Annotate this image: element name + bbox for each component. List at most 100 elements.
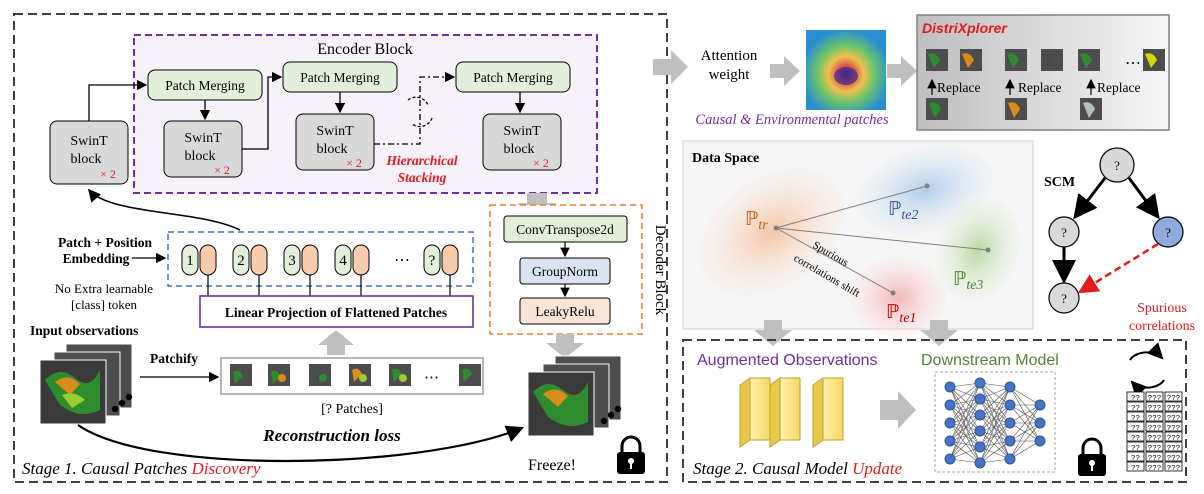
distri-patch xyxy=(1005,49,1027,71)
swint-enc2-l1: SwinT xyxy=(316,124,354,139)
distri-replacement-patch xyxy=(926,98,948,120)
dist-te3-blob xyxy=(936,199,1020,301)
swint-outer-x2: × 2 xyxy=(100,167,116,181)
nn-edge xyxy=(949,382,981,406)
swint-enc1-l2: block xyxy=(184,149,215,164)
scm-graph: ???? xyxy=(1048,147,1184,314)
stage1-title-prefix: Stage 1. Causal Patches xyxy=(22,459,188,478)
swint-block-enc-1: SwinT block × 2 xyxy=(163,120,243,178)
svg-text:??: ?? xyxy=(1131,465,1140,473)
patch-thumb xyxy=(268,364,290,386)
label-p-tr: ℙtr xyxy=(745,209,768,233)
arrow-swint2-pm3 xyxy=(374,71,456,145)
swint-enc3-l2: block xyxy=(503,142,534,157)
output-token: ??? xyxy=(1164,441,1183,453)
nn-neuron xyxy=(944,381,956,393)
distri-patch xyxy=(1041,49,1063,71)
reconstructed-observations-stack xyxy=(527,355,622,437)
nn-neuron xyxy=(1004,417,1016,429)
token-3: 3 xyxy=(283,244,319,276)
pt-te2 xyxy=(924,183,930,189)
token-label: ? xyxy=(429,253,436,269)
nn-edge xyxy=(949,398,981,442)
stage2-title-highlight: Update xyxy=(852,459,903,478)
causal-env-caption: Causal & Environmental patches xyxy=(695,112,889,128)
distri-replacement-patch xyxy=(1005,98,1027,120)
swint-block-enc-2: SwinT block × 2 xyxy=(295,113,375,171)
nn-neuron xyxy=(1004,381,1016,393)
distri-patch xyxy=(1078,49,1100,71)
decoder-title: Decoder Block xyxy=(652,225,668,316)
nn-edge xyxy=(1009,404,1041,424)
label-p-te2: ℙte2 xyxy=(888,199,918,223)
svg-text:?: ? xyxy=(1061,225,1067,240)
patch-merging-1-label: Patch Merging xyxy=(165,78,245,93)
nn-neuron xyxy=(1034,435,1046,447)
gray-arrow-down-2 xyxy=(920,320,958,346)
dist-te1-blob xyxy=(850,258,946,338)
nn-neuron xyxy=(974,393,986,405)
swint-enc3-x2: × 2 xyxy=(533,156,549,170)
nn-edge xyxy=(949,386,981,432)
svg-text:???: ??? xyxy=(1167,415,1181,423)
svg-text:?: ? xyxy=(1165,225,1171,240)
nn-neuron xyxy=(974,457,986,469)
nn-edge xyxy=(949,414,981,442)
output-token: ??? xyxy=(1145,441,1164,453)
patch-thumb xyxy=(230,364,252,386)
output-token: ??? xyxy=(1145,461,1164,473)
nn-neuron xyxy=(1004,453,1016,465)
svg-text:???: ??? xyxy=(1167,435,1181,443)
nn-neuron xyxy=(974,409,986,421)
output-token: ?? xyxy=(1126,421,1145,433)
output-token: ?? xyxy=(1126,411,1145,423)
decoder-layer-3-label: LeakyRelu xyxy=(535,304,594,319)
decoder-layer-convtranspose: ConvTranspose2d xyxy=(503,215,628,243)
stage2-title: Stage 2. Causal Model Update xyxy=(693,459,903,478)
decoder-layer-leakyrelu: LeakyRelu xyxy=(519,297,611,325)
output-token: ??? xyxy=(1164,431,1183,443)
patch-pos-label-2: Embedding xyxy=(63,251,130,266)
token-label: 1 xyxy=(186,253,194,269)
nn-neuron xyxy=(1034,399,1046,411)
nn-neuron xyxy=(974,441,986,453)
scm-spurious-1: Spurious xyxy=(1137,301,1187,316)
nn-neuron xyxy=(944,417,956,429)
swint-outer-l2: block xyxy=(70,152,101,167)
nn-edge xyxy=(949,382,981,424)
link-tr-te1 xyxy=(775,227,894,294)
nn-edge xyxy=(1009,404,1041,442)
linear-proj-label: Linear Projection of Flattened Patches xyxy=(225,305,447,320)
patch-merging-1: Patch Merging xyxy=(147,69,263,101)
nn-edge xyxy=(1009,386,1041,406)
output-token: ?? xyxy=(1126,391,1145,403)
nn-edge xyxy=(949,398,981,460)
svg-text:???: ??? xyxy=(1148,425,1162,433)
reconstruction-loss-arrow xyxy=(77,424,525,463)
nn-edge xyxy=(949,386,981,448)
augmented-slabs xyxy=(739,377,844,448)
nn-edge xyxy=(979,404,1011,448)
patch-merging-3: Patch Merging xyxy=(455,61,571,93)
downstream-label: Downstream Model xyxy=(921,352,1059,369)
gray-arrow-heat-distri xyxy=(887,56,917,86)
encoder-title: Encoder Block xyxy=(317,41,413,58)
patch-thumb xyxy=(459,364,481,386)
link-tr-te2 xyxy=(775,185,928,229)
swint-block-outer: SwinT block × 2 xyxy=(49,120,129,185)
nn-edge xyxy=(979,422,1011,464)
nn-edge xyxy=(949,404,981,464)
stage1-frame xyxy=(13,13,668,483)
svg-text:??: ?? xyxy=(1131,455,1140,463)
swint-enc3-l1: SwinT xyxy=(503,124,541,139)
nn-edge xyxy=(979,404,1011,464)
scm-node-top: ? xyxy=(1099,147,1135,183)
distrixplorer-title: DistriXplorer xyxy=(922,20,1008,36)
link-tr-te3 xyxy=(775,227,989,251)
nn-edge xyxy=(949,382,981,442)
hier-stacking-1: Hierarchical xyxy=(385,153,457,168)
scm-node-right: ? xyxy=(1152,216,1184,248)
lock-icon-2 xyxy=(1078,437,1106,476)
